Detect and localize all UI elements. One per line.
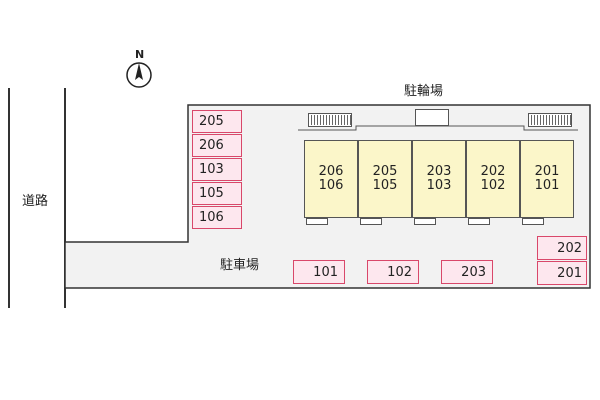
unit-number-upper: 201: [534, 164, 560, 179]
unit-entrance-step: [360, 218, 382, 225]
bike-rack-left: [308, 113, 352, 127]
parking-space-left: 103: [192, 158, 242, 181]
unit-number-lower: 106: [318, 178, 344, 193]
unit-number-upper: 202: [480, 164, 506, 179]
unit-number-lower: 102: [480, 178, 506, 193]
unit-entrance-step: [306, 218, 328, 225]
parking-space-bottom: 101: [293, 260, 345, 284]
unit-number-lower: 101: [534, 178, 560, 193]
parking-space-right: 201: [537, 261, 587, 285]
unit-number-upper: 203: [426, 164, 452, 179]
parking-label: 駐車場: [220, 258, 260, 273]
compass-letter: N: [135, 48, 145, 61]
parking-space-bottom: 203: [441, 260, 493, 284]
parking-space-right: 202: [537, 236, 587, 260]
road-line-right: [64, 88, 66, 308]
unit-entrance-step: [414, 218, 436, 225]
unit-entrance-step: [468, 218, 490, 225]
road-label: 道路: [22, 194, 49, 209]
parking-space-left: 205: [192, 110, 242, 133]
road-line-left: [8, 88, 10, 308]
compass-icon: [126, 62, 152, 88]
unit-number-upper: 206: [318, 164, 344, 179]
north-compass: N: [122, 48, 156, 88]
bicycle-shed: [415, 109, 449, 126]
bicycle-parking-label: 駐輪場: [404, 84, 444, 99]
parking-space-bottom: 102: [367, 260, 419, 284]
parking-space-left: 206: [192, 134, 242, 157]
bike-rack-right: [528, 113, 572, 127]
unit-number-lower: 105: [372, 178, 398, 193]
unit-entrance-step: [522, 218, 544, 225]
parking-space-left: 105: [192, 182, 242, 205]
parking-space-left: 106: [192, 206, 242, 229]
unit-number-lower: 103: [426, 178, 452, 193]
unit-number-upper: 205: [372, 164, 398, 179]
